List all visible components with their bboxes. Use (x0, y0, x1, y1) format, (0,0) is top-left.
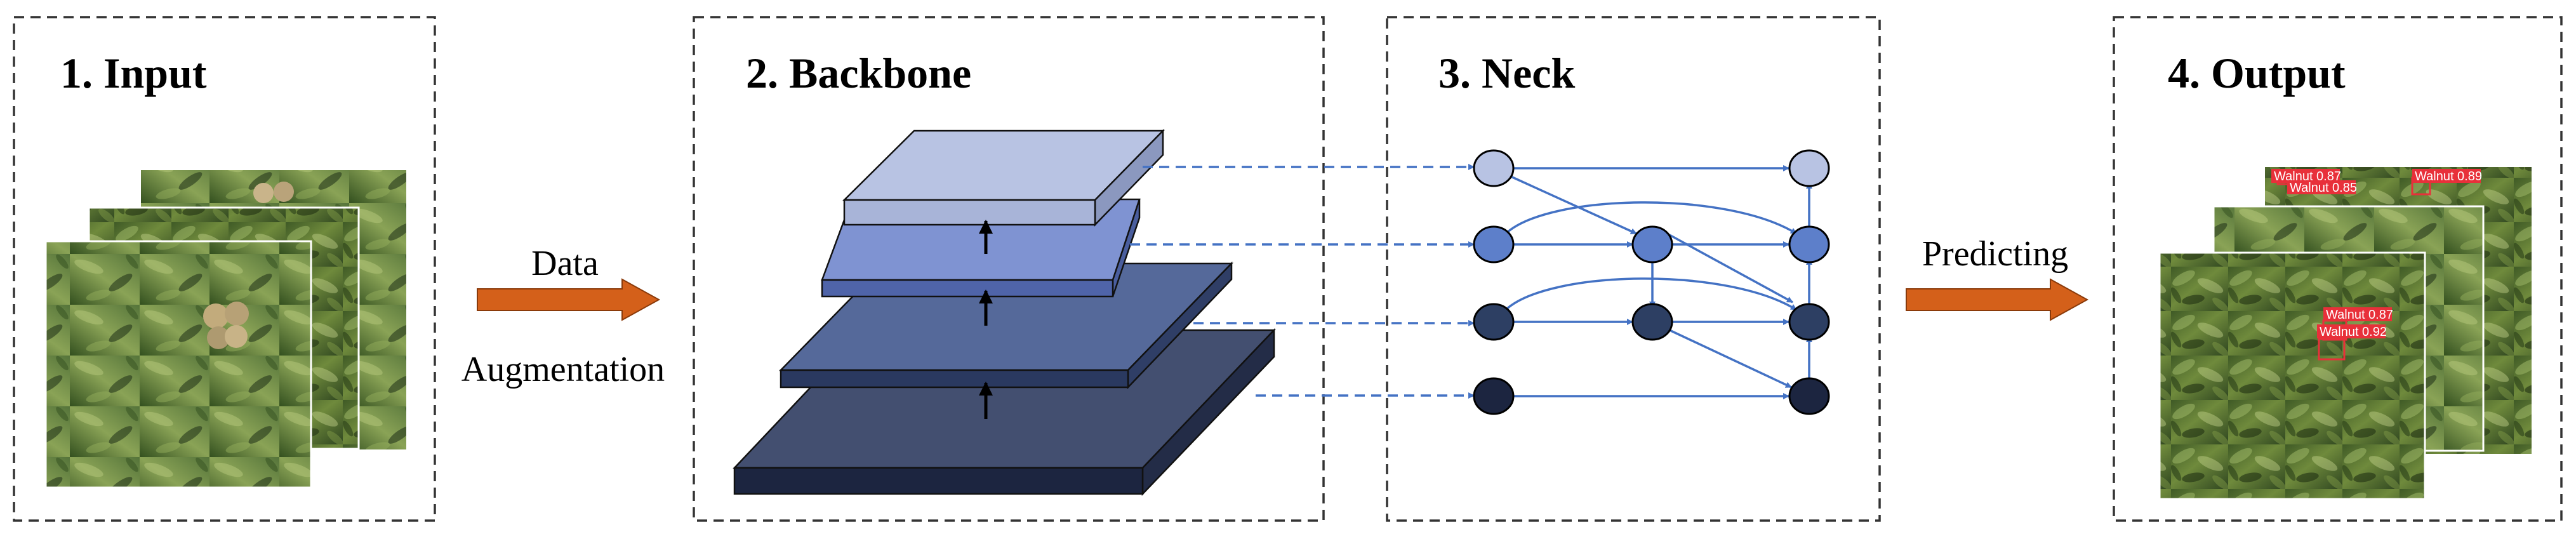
neck-node (1631, 303, 1673, 341)
neck-node (1631, 225, 1673, 263)
input-title: 1. Input (60, 49, 207, 97)
backbone-title: 2. Backbone (746, 49, 971, 97)
neck-node (1788, 225, 1830, 263)
input-image-front (44, 240, 312, 489)
input-image-stack (44, 170, 406, 489)
svg-text:Walnut 0.87: Walnut 0.87 (2274, 170, 2341, 183)
predict-label: Predicting (1922, 234, 2068, 274)
detection-label: Walnut 0.87 (2323, 307, 2393, 322)
augmentation-arrow: Data Augmentation (461, 244, 665, 389)
neck-node (1788, 149, 1830, 187)
neck-node (1788, 377, 1830, 415)
detection-label: Walnut 0.89 (2412, 169, 2482, 183)
backbone-layer-1 (842, 128, 1165, 227)
detection-label: Walnut 0.85 (2287, 180, 2357, 195)
right-arrow-icon (477, 278, 661, 321)
neck-nodes (1473, 149, 1830, 415)
output-image-front: Walnut 0.87 Walnut 0.92 (2158, 251, 2426, 500)
augment-label-line2: Augmentation (461, 350, 665, 389)
output-image-stack: Walnut 0.87 Walnut 0.85 Walnut 0.89 (2158, 167, 2532, 500)
prediction-arrow: Predicting (1906, 234, 2089, 321)
augment-label-line1: Data (531, 244, 599, 283)
detection-label: Walnut 0.87 (2271, 169, 2341, 183)
neck-node (1473, 377, 1515, 415)
neck-panel-border (1386, 16, 1881, 522)
svg-text:Walnut 0.89: Walnut 0.89 (2415, 170, 2482, 183)
right-arrow-icon (1906, 278, 2089, 321)
backbone-panel: 2. Backbone (693, 16, 1325, 522)
svg-text:Walnut 0.92: Walnut 0.92 (2320, 325, 2387, 339)
neck-node (1788, 303, 1830, 341)
neck-node (1473, 303, 1515, 341)
output-panel-border (2113, 16, 2563, 522)
output-title: 4. Output (2168, 49, 2346, 97)
neck-panel: 3. Neck (1386, 16, 1881, 522)
neck-node (1473, 149, 1515, 187)
backbone-to-neck-connectors (1130, 164, 1475, 399)
backbone-panel-border (693, 16, 1325, 522)
svg-text:Walnut 0.85: Walnut 0.85 (2290, 181, 2357, 195)
svg-text:Walnut 0.87: Walnut 0.87 (2326, 308, 2393, 322)
neck-edges (1504, 165, 1812, 399)
neck-title: 3. Neck (1438, 49, 1575, 97)
neck-node (1473, 225, 1515, 263)
input-panel: 1. Input (13, 16, 436, 522)
detection-label: Walnut 0.92 (2317, 324, 2387, 339)
output-panel: 4. Output Walnut 0.87 Walnut 0.85 Walnut… (2113, 16, 2563, 522)
